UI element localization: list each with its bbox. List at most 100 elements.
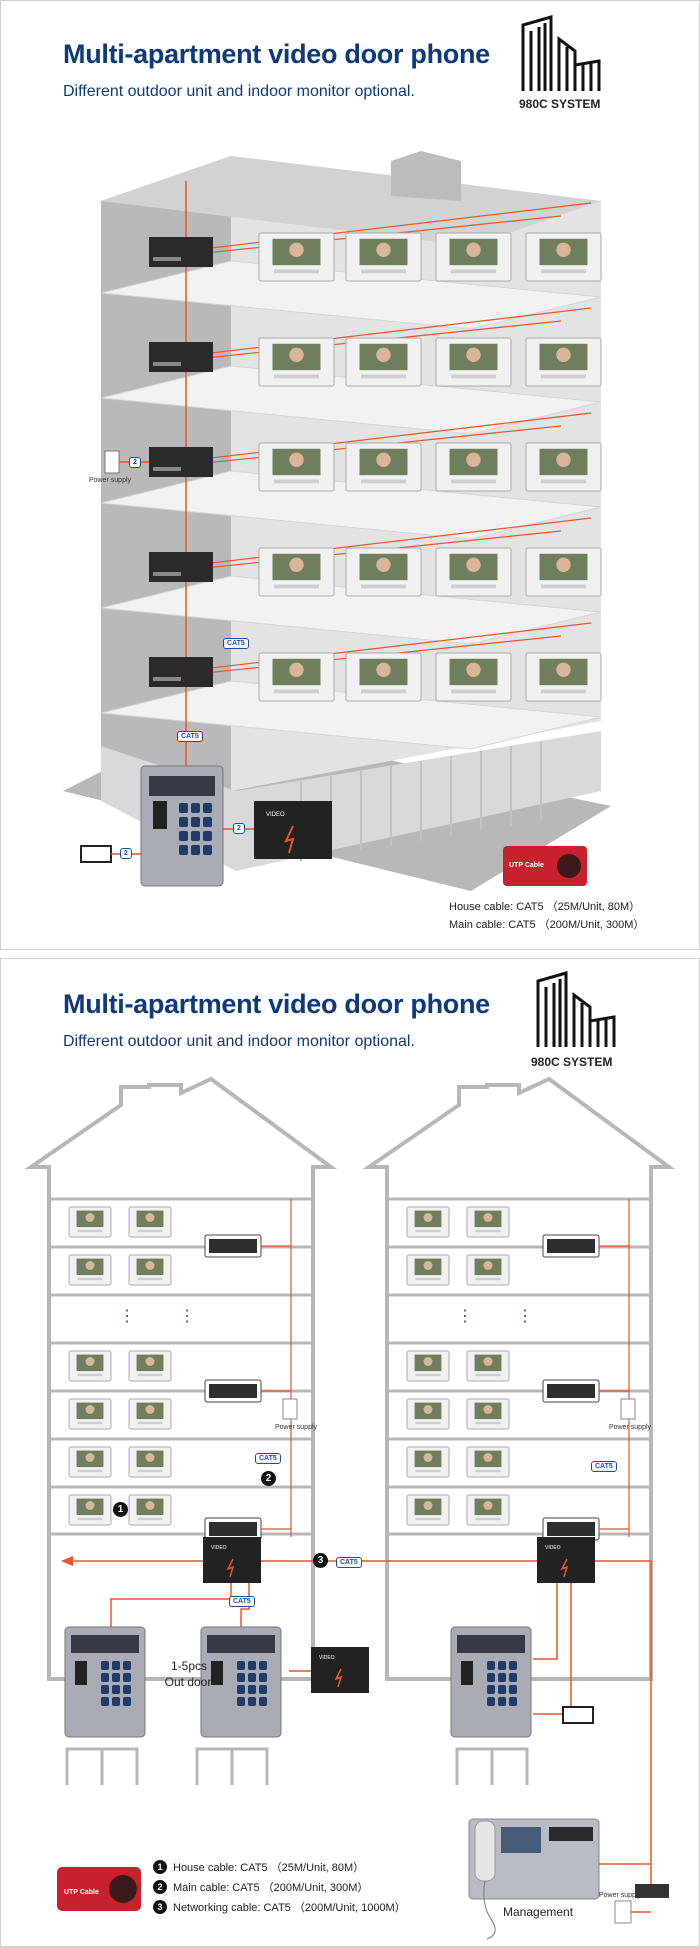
indoor-monitor bbox=[128, 1350, 172, 1382]
indoor-monitor bbox=[345, 337, 422, 387]
panel2-cat5-tag-c: CAT5 bbox=[229, 1596, 255, 1607]
panel2-outdoor-label: Out door bbox=[164, 1675, 212, 1689]
indoor-monitor bbox=[406, 1350, 450, 1382]
panel2-power-supply-mgmt: Power supply bbox=[599, 1892, 642, 1899]
panel1-cat5-tag-lower: CAT5 bbox=[177, 731, 203, 742]
legend-row: 3 Networking cable: CAT5 （200M/Unit, 1000… bbox=[153, 1899, 406, 1915]
indoor-monitor bbox=[466, 1254, 510, 1286]
indoor-monitor bbox=[68, 1494, 112, 1526]
svg-text:VIDEO: VIDEO bbox=[211, 1545, 227, 1551]
indoor-monitor bbox=[258, 652, 335, 702]
indoor-monitor bbox=[435, 337, 512, 387]
legend-number: 3 bbox=[153, 1900, 167, 1914]
indoor-monitor bbox=[345, 547, 422, 597]
indoor-monitor bbox=[406, 1446, 450, 1478]
floor-distributor bbox=[204, 1379, 262, 1403]
panel2-cat5-tag-a: CAT5 bbox=[255, 1453, 281, 1464]
indoor-monitor bbox=[525, 652, 602, 702]
indoor-monitor bbox=[406, 1206, 450, 1238]
ellipsis-icon: ⋮ bbox=[517, 1308, 533, 1325]
legend-text: House cable: CAT5 （25M/Unit, 80M） bbox=[173, 1862, 365, 1874]
indoor-monitor bbox=[258, 337, 335, 387]
indoor-monitor bbox=[68, 1350, 112, 1382]
indoor-monitor bbox=[345, 442, 422, 492]
legend-text: Main cable: CAT5 （200M/Unit, 300M） bbox=[173, 1882, 369, 1894]
panel1-title: Multi-apartment video door phone bbox=[63, 39, 490, 69]
power-supply-icon bbox=[620, 1398, 636, 1420]
panel1-cat5-tag-upper: CAT5 bbox=[223, 638, 249, 649]
entrance-door bbox=[455, 1747, 529, 1785]
indoor-monitor bbox=[406, 1494, 450, 1526]
floor-distributor bbox=[149, 342, 213, 372]
panel2-cat5-tag-network: CAT5 bbox=[336, 1557, 362, 1568]
indoor-monitor bbox=[345, 232, 422, 282]
svg-text:VIDEO: VIDEO bbox=[545, 1545, 561, 1551]
panel2-utp-label: UTP Cable bbox=[64, 1889, 99, 1896]
indoor-monitor bbox=[258, 232, 335, 282]
legend-row: 2 Main cable: CAT5 （200M/Unit, 300M） bbox=[153, 1879, 368, 1895]
indoor-monitor bbox=[128, 1254, 172, 1286]
indoor-monitor bbox=[128, 1398, 172, 1430]
indoor-monitor bbox=[435, 547, 512, 597]
panel2-management-label: Management bbox=[503, 1905, 574, 1919]
panel2-power-supply-right: Power supply bbox=[609, 1424, 652, 1431]
legend-row: 1 House cable: CAT5 （25M/Unit, 80M） bbox=[153, 1859, 364, 1875]
indoor-monitor bbox=[525, 337, 602, 387]
panel2-marker-3: 3 bbox=[313, 1553, 328, 1568]
panel2-cat5-tag-b: CAT5 bbox=[591, 1461, 617, 1472]
legend-number: 1 bbox=[153, 1860, 167, 1874]
panel2-marker-2: 2 bbox=[261, 1471, 276, 1486]
panel2-outdoor-count: 1-5pcs bbox=[170, 1659, 208, 1673]
outdoor-panel bbox=[200, 1626, 282, 1738]
indoor-monitor bbox=[406, 1398, 450, 1430]
floor-distributor bbox=[204, 1234, 262, 1258]
indoor-monitor bbox=[258, 442, 335, 492]
indoor-monitor bbox=[406, 1254, 450, 1286]
power-supply-icon bbox=[282, 1398, 298, 1420]
panel2-title: Multi-apartment video door phone bbox=[63, 989, 490, 1019]
floor-distributor bbox=[149, 237, 213, 267]
panel1-num2-tag-distributor: 2 bbox=[233, 823, 245, 834]
ellipsis-icon: ⋮ bbox=[457, 1308, 473, 1325]
panel2-power-supply-left: Power supply bbox=[275, 1424, 318, 1431]
panel2-marker-1: 1 bbox=[113, 1502, 128, 1517]
panel1-num2-tag-power: 2 bbox=[129, 457, 141, 468]
isometric-building-panel: Multi-apartment video door phone Differe… bbox=[0, 0, 700, 950]
indoor-monitor bbox=[466, 1398, 510, 1430]
indoor-monitor bbox=[68, 1398, 112, 1430]
panel1-house-cable: House cable: CAT5 （25M/Unit, 80M） bbox=[449, 901, 641, 913]
entrance-door bbox=[195, 1747, 269, 1785]
panel2-brand: 980C SYSTEM bbox=[531, 1055, 613, 1069]
indoor-monitor bbox=[128, 1206, 172, 1238]
indoor-monitor bbox=[525, 442, 602, 492]
indoor-monitor bbox=[68, 1254, 112, 1286]
indoor-monitor bbox=[128, 1446, 172, 1478]
indoor-monitor bbox=[258, 547, 335, 597]
indoor-monitor bbox=[68, 1206, 112, 1238]
floor-distributor bbox=[149, 552, 213, 582]
svg-text:VIDEO: VIDEO bbox=[266, 812, 285, 818]
floor-distributor bbox=[542, 1517, 600, 1541]
panel1-subtitle: Different outdoor unit and indoor monito… bbox=[63, 83, 415, 100]
skyline-logo-icon-2 bbox=[536, 971, 616, 1047]
indoor-monitor bbox=[435, 442, 512, 492]
indoor-monitor bbox=[435, 232, 512, 282]
legend-text: Networking cable: CAT5 （200M/Unit, 1000M… bbox=[173, 1902, 406, 1914]
indoor-monitor bbox=[466, 1206, 510, 1238]
panel1-brand: 980C SYSTEM bbox=[519, 97, 601, 111]
panel2-subtitle: Different outdoor unit and indoor monito… bbox=[63, 1033, 415, 1050]
indoor-monitor bbox=[435, 652, 512, 702]
panel1-utp-label: UTP Cable bbox=[509, 862, 544, 869]
outdoor-panel bbox=[64, 1626, 146, 1738]
indoor-monitor bbox=[466, 1446, 510, 1478]
ellipsis-icon: ⋮ bbox=[119, 1308, 135, 1325]
ellipsis-icon: ⋮ bbox=[179, 1308, 195, 1325]
floor-distributor bbox=[149, 447, 213, 477]
floor-distributor bbox=[542, 1379, 600, 1403]
panel1-num2-tag-management: 2 bbox=[120, 848, 132, 859]
skyline-logo-icon bbox=[521, 15, 601, 91]
indoor-monitor bbox=[345, 652, 422, 702]
legend-number: 2 bbox=[153, 1880, 167, 1894]
svg-text:VIDEO: VIDEO bbox=[319, 1655, 335, 1661]
indoor-monitor bbox=[466, 1494, 510, 1526]
